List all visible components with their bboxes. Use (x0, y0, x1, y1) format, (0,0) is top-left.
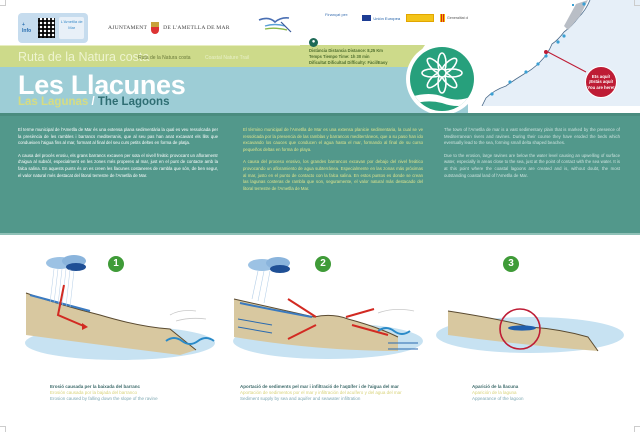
step-3-caption: Aparició de la llacuna Aparición de la l… (472, 384, 524, 402)
step-2-badge: 2 (315, 256, 331, 272)
current-location-marker (544, 50, 548, 54)
route-title-en: Coastal Nature Trail (205, 55, 250, 61)
catalonia-flag-icon (440, 14, 446, 22)
description-catalan: El terme municipal de l'Ametlla de Mar é… (18, 127, 218, 185)
sponsor-logos: Finançat per: Unión Europea Generalitat … (325, 11, 487, 22)
spain-government-logo (406, 14, 435, 22)
route-title-es: Ruta de la Natura costa (138, 55, 191, 61)
lagoon (508, 325, 536, 331)
info-label: + Info (22, 22, 32, 34)
description-spanish: El término municipal de l'Ametlla de Mar… (243, 127, 423, 198)
eu-flag-icon (362, 15, 372, 21)
page-title: Les Llacunes (18, 70, 186, 100)
caption-ca: Erosió causada per la baixada del barran… (50, 384, 141, 389)
crest-icon (151, 22, 160, 34)
paragraph: Due to the erosion, large ravines are be… (444, 152, 620, 178)
bird-logo-icon (258, 17, 292, 33)
crop-mark (0, 426, 6, 432)
cloud-icon (248, 257, 290, 273)
caption-ca: Aportació de sediments pel mar i infiltr… (240, 384, 399, 389)
paragraph: A causa del procés erosiu, els grans bar… (18, 152, 218, 178)
step-2-caption: Aportació de sediments pel mar i infiltr… (240, 384, 402, 402)
highlight-circle-icon (499, 308, 541, 350)
caption-es: Erosión causada por la bajada del barran… (50, 390, 138, 395)
step-1-caption: Erosió causada per la baixada del barran… (50, 384, 158, 402)
step-1-badge: 1 (108, 256, 124, 272)
council-name-left: AJUNTAMENT (108, 25, 148, 31)
trail-time: Temps Tiempo Time: 1h 30 min (309, 54, 370, 59)
caption-es: Aportación de sedimentos por el mar y in… (240, 390, 402, 395)
paragraph: A causa del proceso erosivo, los grandes… (243, 159, 423, 191)
app-logo: L'Ametlla de Mar (59, 17, 84, 39)
description-band (0, 113, 640, 235)
crop-mark (0, 0, 6, 6)
wind-icon (377, 309, 415, 314)
trail-info-panel (300, 45, 425, 67)
wind-icon (169, 310, 207, 322)
here-ca: Ets aquí! (591, 73, 611, 79)
caption-en: Sediment supply by sea and aquifer and s… (240, 396, 361, 401)
arrow-icon (56, 284, 87, 328)
catalonia-logo: Generalitat de Catalunya (440, 14, 487, 22)
erosion-diagram (25, 255, 215, 360)
flower-icon (410, 52, 474, 106)
sponsor-label: Finançat per: (325, 11, 349, 17)
flow-arrows (237, 318, 418, 350)
council-logo: AJUNTAMENT DE L'AMETLLA DE MAR (108, 22, 230, 34)
here-es: ¡Estás aquí! (588, 79, 614, 85)
qr-code-icon[interactable] (37, 18, 56, 38)
caption-en: Erosion caused by falling down the slope… (50, 396, 158, 401)
here-en: You are here! (587, 84, 615, 90)
paragraph: El terme municipal de l'Ametlla de Mar é… (18, 127, 218, 146)
sediment-infiltration-diagram (233, 257, 423, 359)
coast-map[interactable] (468, 0, 640, 106)
route-band: Ruta de la Natura costa Ruta de la Natur… (0, 45, 300, 67)
title-band (0, 67, 468, 113)
step-3-badge: 3 (503, 256, 519, 272)
lagoon-formation-diagram (436, 308, 624, 353)
paragraph: El término municipal de l'Ametlla de Mar… (243, 127, 423, 152)
band-edge (0, 113, 640, 116)
crop-mark (634, 426, 640, 432)
subtitle-en: The Lagoons (97, 96, 170, 108)
caption-ca: Aparició de la llacuna (472, 384, 519, 389)
eu-logo: Unión Europea (362, 15, 400, 21)
paragraph: The town of l'Ametlla de mar is a vast s… (444, 127, 620, 146)
route-title: Ruta de la Natura costa (18, 50, 150, 64)
caption-en: Appearance of the lagoon (472, 396, 524, 401)
council-name-right: DE L'AMETLLA DE MAR (163, 25, 230, 31)
hiker-icon: ● (309, 38, 318, 47)
caption-es: Aparición de la laguna (472, 390, 517, 395)
trail-difficulty: Dificultat Dificultad Difficulty: Fàcil/… (309, 60, 388, 65)
wave-icon (377, 327, 411, 335)
page-subtitle: Las Lagunas / The Lagoons (18, 96, 169, 108)
band-divider (0, 233, 640, 235)
cloud-icon (46, 255, 86, 271)
arrow-icon (287, 298, 389, 340)
wave-icon (165, 337, 215, 345)
you-are-here-badge: Ets aquí! ¡Estás aquí! You are here! (585, 66, 617, 98)
description-english: The town of l'Ametlla de mar is a vast s… (444, 127, 620, 185)
catalonia-label: Generalitat de Catalunya (447, 16, 487, 20)
subtitle-es: Las Lagunas (18, 96, 89, 108)
qr-info-block[interactable]: + Info L'Ametlla de Mar (18, 13, 88, 43)
eu-label: Unión Europea (373, 15, 401, 21)
trail-distance: Distància Distancia Distance: 8,25 Km (309, 48, 383, 53)
flower-emblem (406, 43, 478, 115)
crop-mark (634, 0, 640, 6)
subtitle-slash: / (88, 96, 98, 108)
